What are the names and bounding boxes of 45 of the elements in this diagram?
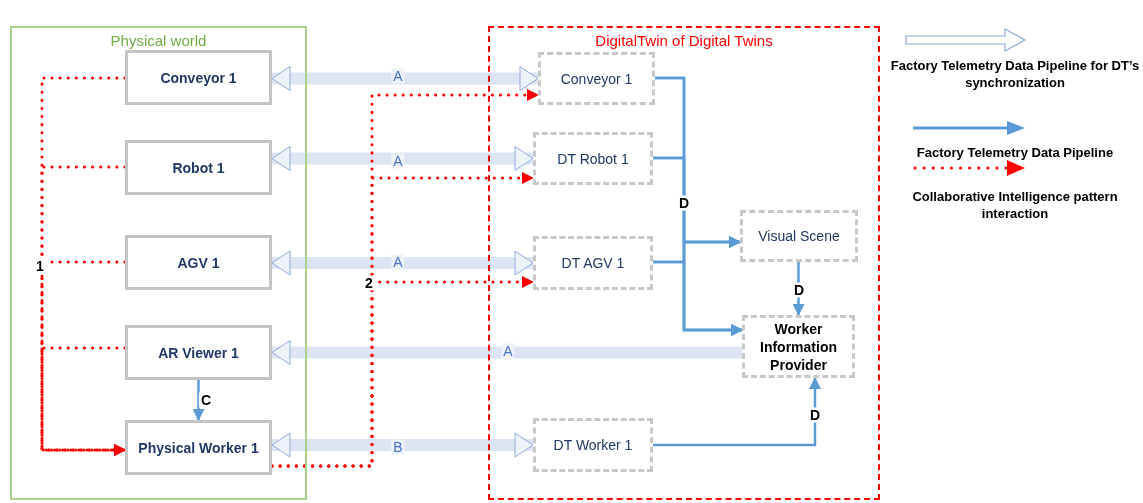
edge-label: C — [198, 392, 214, 408]
edge-label: A — [391, 68, 405, 84]
box-label: DT Worker 1 — [553, 436, 633, 454]
arrow — [192, 380, 205, 421]
box-label: DT AGV 1 — [561, 254, 625, 272]
edge-label: A — [391, 254, 405, 270]
box-label: AR Viewer 1 — [158, 343, 239, 362]
box-label: Conveyor 1 — [560, 69, 633, 88]
dotted-arrow — [270, 276, 535, 468]
dotted-arrow — [40, 346, 127, 456]
arrow — [653, 377, 821, 447]
process-box — [533, 132, 653, 185]
box-label: Physical Worker 1 — [138, 438, 259, 457]
process-box — [538, 52, 655, 105]
group-title: DigitalTwin of Digital Twins — [594, 32, 774, 49]
box-label: Conveyor 1 — [160, 68, 237, 87]
process-box — [740, 210, 858, 262]
box-label: DT Robot 1 — [557, 149, 629, 168]
group-frame — [10, 26, 307, 500]
legend-text: Factory Telemetry Data Pipeline — [915, 144, 1115, 161]
process-box — [125, 50, 272, 105]
process-box — [742, 315, 855, 378]
edge-label: B — [391, 439, 405, 455]
process-box — [533, 236, 653, 290]
edge-label: 1 — [34, 258, 46, 274]
box-label: Visual Scene — [758, 227, 840, 245]
process-box — [533, 418, 653, 472]
arrow — [653, 260, 743, 336]
edge-label: D — [791, 282, 807, 298]
process-box — [125, 140, 272, 195]
legend-text: Factory Telemetry Data Pipeline for DT’s synchronization — [890, 57, 1140, 91]
process-box — [125, 235, 272, 290]
box-label: Worker Information Provider — [759, 319, 838, 374]
edge-label: A — [501, 343, 515, 359]
box-label: Robot 1 — [172, 158, 225, 177]
group-title: Physical world — [109, 32, 208, 49]
edge-label: A — [391, 153, 405, 169]
process-box — [125, 420, 272, 475]
edge-label: D — [676, 195, 692, 211]
edge-label: 2 — [363, 275, 375, 291]
process-box — [125, 325, 272, 380]
edge-label: D — [807, 407, 823, 423]
group-frame — [488, 26, 880, 500]
legend-text: Collaborative Intelligence pattern interaction — [911, 188, 1119, 222]
box-label: AGV 1 — [177, 253, 220, 272]
